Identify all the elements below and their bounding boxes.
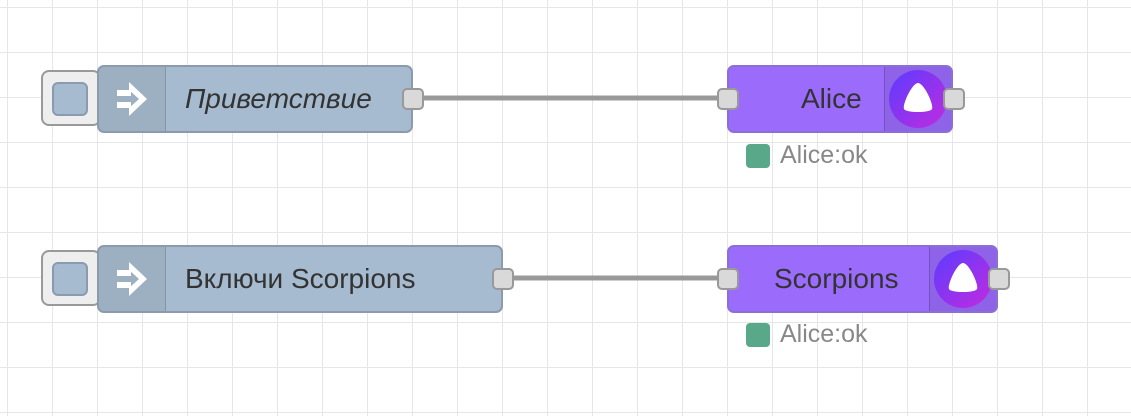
output-port[interactable] (492, 268, 514, 290)
status-dot (746, 322, 770, 347)
node-status: Alice:ok (746, 320, 868, 349)
output-port[interactable] (988, 268, 1010, 290)
alice-node[interactable]: Scorpions (727, 245, 998, 313)
arrow-in-icon (99, 247, 166, 311)
inject-node[interactable]: Приветствие (97, 65, 413, 133)
alice-icon (884, 67, 951, 131)
output-port[interactable] (943, 88, 965, 110)
inject-node-label: Приветствие (185, 83, 372, 114)
status-text: Alice:ok (780, 141, 868, 169)
status-dot (746, 143, 770, 168)
inject-trigger-button[interactable] (41, 70, 101, 126)
inject-button-face (52, 82, 88, 116)
inject-button-face (52, 262, 88, 296)
input-port[interactable] (717, 88, 739, 110)
inject-node-label: Включи Scorpions (185, 263, 416, 294)
node-status: Alice:ok (746, 141, 868, 170)
alice-node-label: Scorpions (774, 263, 899, 294)
input-port[interactable] (717, 268, 739, 290)
inject-trigger-button[interactable] (41, 250, 101, 306)
alice-node[interactable]: Alice (727, 65, 953, 133)
arrow-in-icon (99, 67, 166, 131)
alice-node-label: Alice (801, 83, 862, 114)
inject-node[interactable]: Включи Scorpions (97, 245, 503, 313)
status-text: Alice:ok (780, 320, 868, 348)
alice-icon (929, 247, 996, 311)
output-port[interactable] (402, 88, 424, 110)
